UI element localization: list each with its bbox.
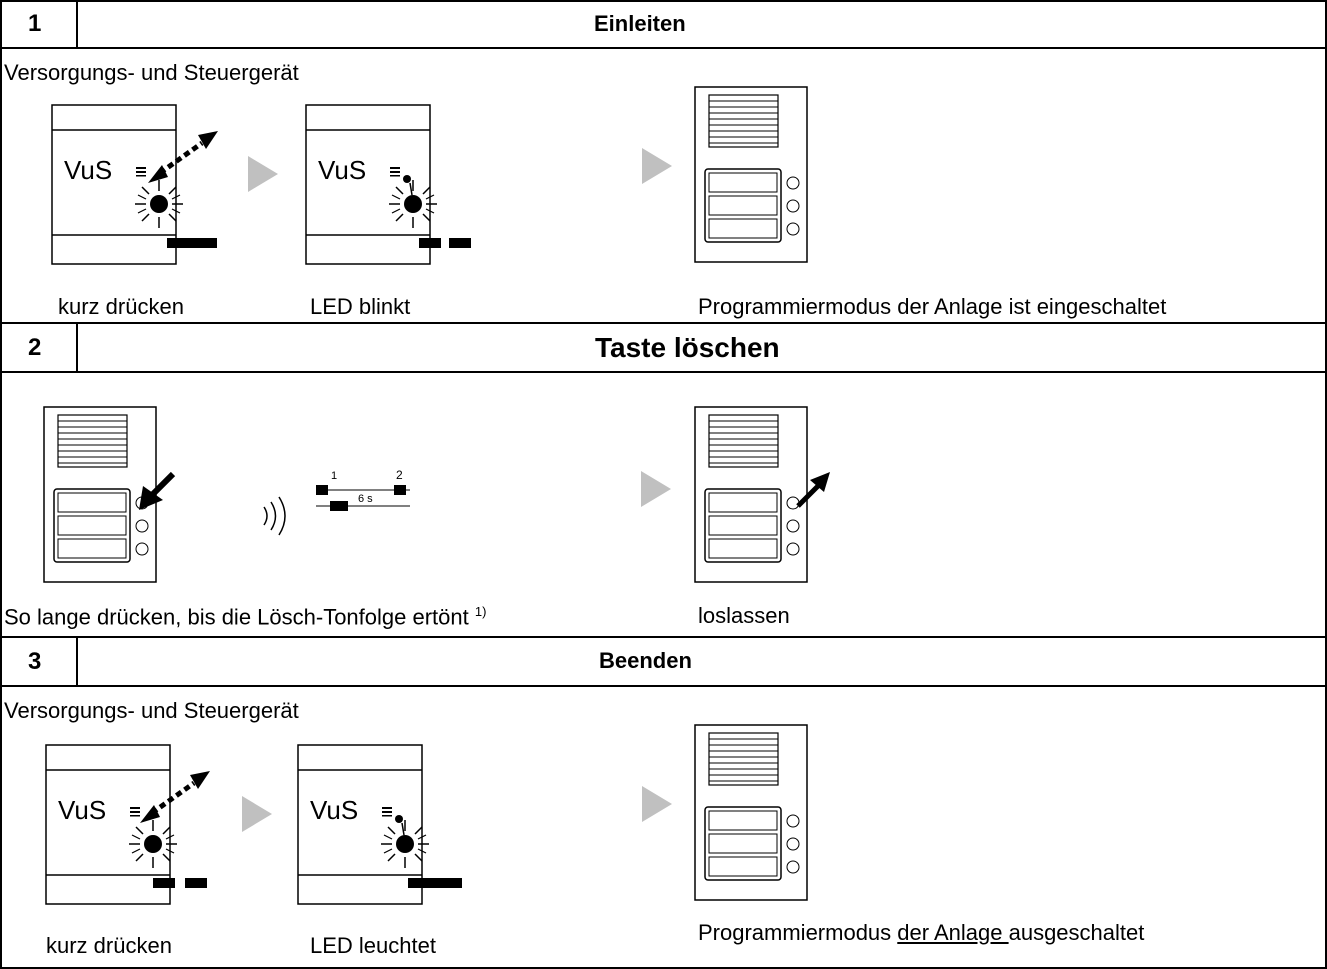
step-caption: Programmiermodus der Anlage ausgeschalte… — [698, 922, 1144, 944]
tone-marker-label: 1 — [331, 470, 338, 482]
press-arrow-icon — [139, 471, 176, 510]
tone-marker-label: 2 — [396, 468, 403, 482]
led-blink-icon — [388, 175, 471, 248]
triangle-right-icon — [641, 471, 671, 507]
divider-line — [0, 636, 1327, 638]
press-arrow-icon — [140, 771, 210, 823]
step-number: 1 — [28, 10, 42, 37]
caption-underlined-text: der Anlage — [897, 920, 1009, 945]
divider-line — [0, 371, 1327, 373]
press-arrow-icon — [148, 131, 218, 183]
led-blink-icon — [134, 179, 217, 248]
caption-text: ausgeschaltet — [1008, 920, 1145, 945]
header-cell-divider — [76, 322, 78, 372]
device-label: VuS — [64, 155, 113, 185]
device-caption: Versorgungs- und Steuergerät — [4, 60, 299, 85]
triangle-right-icon — [642, 786, 672, 822]
step-title: Einleiten — [594, 11, 686, 36]
step-caption: kurz drücken — [58, 294, 184, 319]
divider-line — [0, 322, 1327, 324]
device-label: VuS — [310, 795, 359, 825]
caption-text: Programmiermodus — [698, 920, 898, 945]
device-caption: Versorgungs- und Steuergerät — [4, 698, 299, 723]
step-caption: loslassen — [698, 603, 790, 628]
table-border-bottom — [0, 967, 1327, 969]
table-border-left — [0, 0, 2, 969]
sound-waves-icon — [263, 496, 286, 536]
table-border-top — [0, 0, 1327, 2]
device-label: VuS — [318, 155, 367, 185]
divider-line — [0, 685, 1327, 687]
step-title: Beenden — [599, 648, 692, 673]
led-blink-icon — [128, 819, 207, 888]
triangle-right-icon — [248, 156, 278, 192]
step-caption: So lange drücken, bis die Lösch-Tonfolge… — [4, 605, 486, 628]
triangle-right-icon — [242, 796, 272, 832]
caption-text: So lange drücken, bis die Lösch-Tonfolge… — [4, 604, 469, 630]
door-station-icon — [694, 724, 808, 901]
release-arrow-icon — [796, 472, 830, 508]
door-station-icon — [694, 86, 808, 263]
header-cell-divider — [76, 636, 78, 686]
triangle-right-icon — [642, 148, 672, 184]
step-caption: Programmiermodus der Anlage ist eingesch… — [698, 294, 1167, 319]
tone-duration-label: 6 s — [358, 493, 373, 505]
table-border-right — [1325, 0, 1327, 969]
led-blink-icon — [380, 815, 462, 888]
footnote-marker: 1) — [474, 604, 487, 619]
step-caption: kurz drücken — [46, 933, 172, 958]
tone-sequence-diagram — [316, 485, 410, 511]
step-number: 2 — [28, 334, 42, 361]
step-caption: LED blinkt — [310, 294, 411, 319]
step-caption: LED leuchtet — [310, 933, 436, 958]
divider-line — [0, 47, 1327, 49]
step-title: Taste löschen — [595, 332, 780, 363]
step-number: 3 — [28, 648, 42, 675]
header-cell-divider — [76, 0, 78, 48]
device-label: VuS — [58, 795, 107, 825]
